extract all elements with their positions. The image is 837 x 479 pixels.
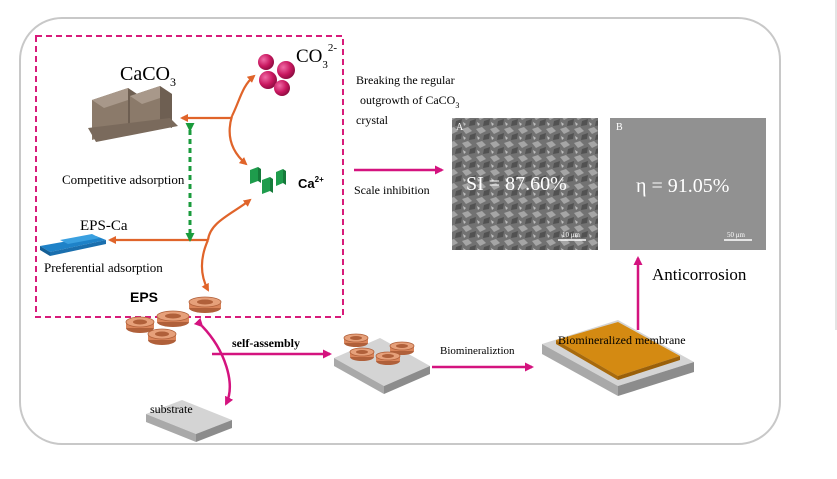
eps-ca-icon bbox=[40, 234, 106, 256]
panel-a-letter: A bbox=[456, 122, 464, 133]
eps-label: EPS bbox=[130, 289, 158, 305]
arrow-to-eps bbox=[200, 239, 210, 292]
panel-b-letter: B bbox=[616, 122, 623, 133]
panel-b-value: η = 91.05% bbox=[636, 175, 729, 197]
carbonate-ion-icon bbox=[258, 54, 295, 96]
competitive-adsorption-label: Competitive adsorption bbox=[62, 172, 185, 187]
substrate-slab-icon bbox=[146, 400, 232, 442]
scale-inhibition-label: Scale inhibition bbox=[354, 183, 430, 197]
biomineralized-membrane-icon bbox=[542, 320, 694, 396]
biomineralization-label: Biomineraliztion bbox=[440, 345, 515, 357]
co3-label: CO32- bbox=[296, 42, 337, 71]
biomineralized-membrane-label: Biomineralized membrane bbox=[558, 333, 686, 347]
eps-ca-label: EPS-Ca bbox=[80, 218, 128, 234]
outer-frame bbox=[19, 17, 781, 445]
sem-panel-a: A SI = 87.60% 10 μm bbox=[452, 118, 598, 250]
sem-panel-b: B η = 91.05% 50 μm bbox=[610, 118, 766, 250]
breaking-text: Breaking the regular outgrowth of CaCO3 … bbox=[356, 73, 462, 127]
mechanism-dashed-box bbox=[35, 35, 344, 318]
panel-a-value: SI = 87.60% bbox=[466, 173, 567, 195]
substrate-label: substrate bbox=[150, 402, 193, 416]
panel-b-scale-bar: 50 μm bbox=[727, 231, 746, 239]
arrow-eps-to-substrate bbox=[193, 317, 234, 406]
preferential-adsorption-label: Preferential adsorption bbox=[44, 260, 163, 275]
assembled-substrate-icon bbox=[334, 333, 430, 394]
panel-a-scale-bar: 10 μm bbox=[562, 231, 581, 239]
self-assembly-label: self-assembly bbox=[232, 336, 300, 350]
calcium-ion-icon bbox=[250, 167, 286, 194]
arrow-caco3-to-ca bbox=[228, 115, 248, 166]
arrow-eps-to-ca bbox=[206, 198, 252, 241]
ca-label: Ca2+ bbox=[298, 175, 324, 191]
anticorrosion-label: Anticorrosion bbox=[652, 265, 747, 284]
caco3-crystal-icon bbox=[88, 86, 178, 142]
eps-coil-icon bbox=[125, 296, 222, 345]
caco3-label: CaCO3 bbox=[120, 63, 176, 89]
arrow-caco3-to-co3 bbox=[231, 74, 256, 117]
